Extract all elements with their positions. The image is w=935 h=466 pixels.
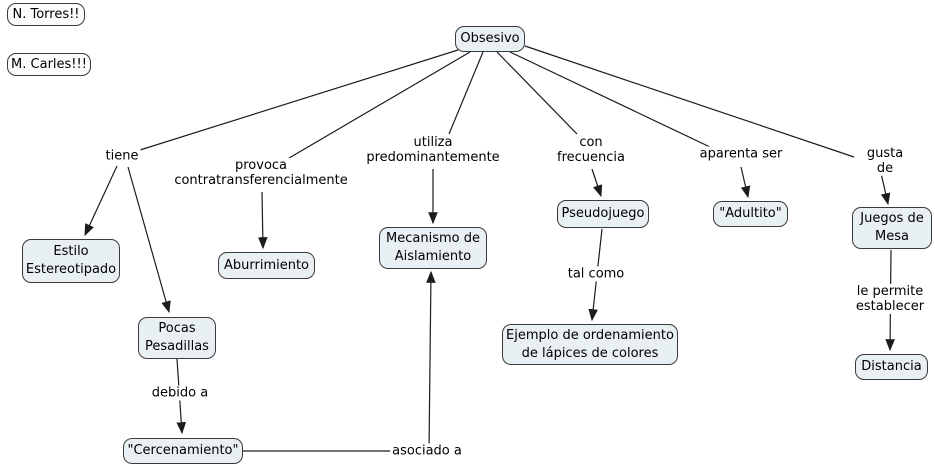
link-label-gusta-de[interactable]: gusta de (860, 145, 910, 177)
concept-obsesivo[interactable]: Obsesivo (455, 26, 525, 52)
link-label-tal-como[interactable]: tal como (565, 266, 627, 282)
concept-pocas-pesadillas[interactable]: Pocas Pesadillas (138, 317, 216, 359)
edge-provoca-aburrimiento (258, 191, 268, 250)
concept-ejemplo-lapices[interactable]: Ejemplo de ordenamiento de lápices de co… (502, 324, 678, 365)
edge-obsesivo-utiliza (448, 51, 484, 135)
edge-obsesivo-aparenta-ser (509, 51, 711, 148)
author-box-carles[interactable]: M. Carles!!! (7, 53, 91, 76)
edge-obsesivo-con-frecuencia (496, 51, 578, 135)
concept-juegos-de-mesa[interactable]: Juegos de Mesa (852, 207, 932, 249)
concept-mecanismo-aislamiento[interactable]: Mecanismo de Aislamiento (379, 227, 487, 269)
link-label-tiene[interactable]: tiene (103, 148, 141, 164)
concept-distancia[interactable]: Distancia (855, 354, 928, 380)
link-label-utiliza[interactable]: utiliza predominantemente (364, 134, 502, 166)
edge-confrecuencia-pseudojuego (591, 168, 603, 198)
link-label-con-frecuencia[interactable]: con frecuencia (555, 134, 627, 166)
edge-tiene-pocas (127, 166, 171, 314)
concept-aburrimiento[interactable]: Aburrimiento (218, 252, 315, 279)
link-label-asociado-a[interactable]: asociado a (390, 443, 464, 459)
concept-estilo-estereotipado[interactable]: Estilo Estereotipado (22, 239, 120, 283)
edge-obsesivo-provoca (283, 51, 471, 162)
concept-cercenamiento[interactable]: "Cercenamiento" (123, 438, 243, 464)
link-label-le-permite[interactable]: le permite establecer (853, 283, 927, 315)
edge-gusta-juegos (880, 172, 891, 206)
edge-tiene-estilo (84, 165, 118, 237)
edge-obsesivo-tiene (139, 49, 459, 151)
edge-aparenta-adultito (740, 166, 751, 199)
link-label-aparenta-ser[interactable]: aparenta ser (697, 146, 785, 162)
link-label-debido-a[interactable]: debido a (149, 385, 211, 401)
concept-pseudojuego[interactable]: Pseudojuego (557, 200, 649, 228)
link-label-provoca[interactable]: provoca contratransferencialmente (172, 157, 350, 189)
edge-obsesivo-gusta-de (524, 45, 855, 158)
author-box-torres[interactable]: N. Torres!! (7, 3, 85, 26)
edge-asociado-mecanismo (426, 270, 436, 452)
concept-adultito[interactable]: "Adultito" (713, 201, 788, 227)
